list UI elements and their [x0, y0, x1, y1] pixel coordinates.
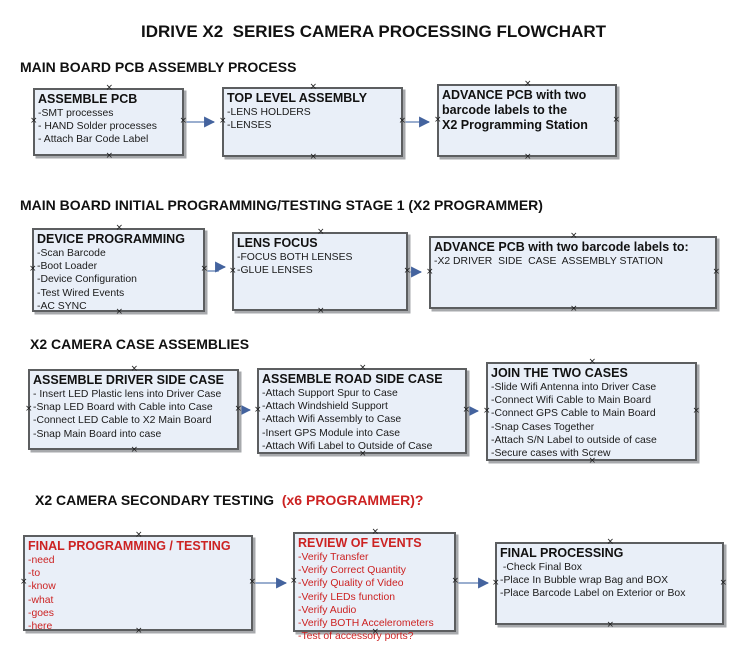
- connector-arrow: [205, 261, 227, 273]
- box-item-line: -Insert GPS Module into Case: [262, 427, 401, 439]
- box-items: -Attach Support Spur to Case -Attach Wind…: [259, 387, 465, 453]
- box-advance-pcb-to-programming-station: ADVANCE PCB with two barcode labels to t…: [434, 80, 620, 162]
- heading-red-part: (x6 PROGRAMMER)?: [277, 492, 424, 508]
- box-final-programming-testing: FINAL PROGRAMMING / TESTING -need -to-kno…: [20, 531, 256, 636]
- page-title: IDRIVE X2 SERIES CAMERA PROCESSING FLOWC…: [140, 22, 607, 41]
- box-item-line: - Insert LED Plastic lens into Driver Ca…: [33, 389, 222, 400]
- box-item-line: -goes: [28, 607, 54, 619]
- box-item-line: -SMT processes: [38, 108, 114, 119]
- connection-point-icon: ×: [130, 445, 139, 455]
- box-items: -Scan Barcode -Boot Loader-Device Configu…: [34, 247, 203, 313]
- connection-point-icon: ×: [105, 151, 114, 161]
- box-items: -need -to-know-what-goes -here: [25, 554, 251, 633]
- connection-point-icon: ×: [309, 152, 318, 162]
- box-items: -LENS HOLDERS -LENSES: [224, 106, 401, 132]
- connection-point-icon: ×: [317, 306, 325, 316]
- box-item-line: -Test Wired Events: [37, 287, 125, 299]
- box-assemble-road-side-case: ASSEMBLE ROAD SIDE CASE -Attach Support …: [254, 364, 470, 459]
- box-item-line: -Secure cases with Screw: [491, 448, 611, 460]
- box-title: DEVICE PROGRAMMING: [37, 232, 185, 246]
- box-item-line: -Test of accessory ports?: [298, 631, 414, 643]
- box-item-line: -Snap Cases Together: [491, 421, 595, 433]
- box-final-processing: FINAL PROCESSING -Check Final Box -Place …: [492, 538, 727, 630]
- box-item-line: -Check Final Box: [500, 562, 582, 573]
- box-item-line: -Verify Audio: [298, 604, 357, 616]
- box-item-line: -Scan Barcode: [37, 248, 106, 259]
- box-lens-focus: LENS FOCUS -FOCUS BOTH LENSES -GLUE LENSE…: [229, 228, 411, 316]
- box-item-line: -Attach Wifi Label to Outside of Case: [262, 440, 433, 452]
- box-item-line: -Attach Wifi Assembly to Case: [262, 414, 402, 426]
- box-assemble-driver-side-case: ASSEMBLE DRIVER SIDE CASE - Insert LED P…: [25, 365, 242, 455]
- box-item-line: -need: [28, 555, 55, 566]
- box-title: FINAL PROCESSING: [500, 546, 624, 560]
- box-item-line: -Snap Main Board into case: [33, 428, 162, 440]
- box-item-line: -AC SYNC: [37, 300, 87, 312]
- section-heading-secondary-testing: X2 CAMERA SECONDARY TESTING (x6 PROGRAMM…: [35, 492, 423, 508]
- box-item-line: -FOCUS BOTH LENSES: [237, 252, 353, 263]
- box-title: JOIN THE TWO CASES: [491, 366, 628, 380]
- box-item-line: -Verify Transfer: [298, 552, 369, 563]
- box-item-line: -Attach Support Spur to Case: [262, 388, 398, 399]
- box-item-line: - HAND Solder processes: [38, 121, 157, 133]
- box-title: TOP LEVEL ASSEMBLY: [227, 91, 368, 105]
- box-title: ASSEMBLE PCB: [38, 92, 138, 106]
- box-item-line: - Attach Bar Code Label: [38, 134, 149, 146]
- box-items: -FOCUS BOTH LENSES -GLUE LENSES: [234, 251, 406, 277]
- connection-point-icon: ×: [606, 620, 615, 630]
- box-device-programming: DEVICE PROGRAMMING -Scan Barcode -Boot Lo…: [29, 224, 208, 317]
- section-heading-case-assemblies: X2 CAMERA CASE ASSEMBLIES: [30, 336, 250, 352]
- box-items: -Check Final Box -Place In Bubble wrap Ba…: [497, 561, 722, 601]
- box-assemble-pcb: ASSEMBLE PCB -SMT processes - HAND Solder…: [30, 84, 187, 161]
- box-title: ASSEMBLE ROAD SIDE CASE: [262, 372, 443, 386]
- box-title: REVIEW OF EVENTS: [298, 536, 422, 550]
- box-review-of-events: REVIEW OF EVENTS -Verify Transfer-Verify…: [290, 528, 459, 643]
- box-item-line: -LENS HOLDERS: [227, 107, 311, 118]
- box-advance-pcb-to-case-assembly: ADVANCE PCB with two barcode labels to: …: [426, 232, 720, 314]
- box-item-line: -Connect Wifi Cable to Main Board: [491, 395, 651, 407]
- box-item-line: -Connect GPS Cable to Main Board: [491, 408, 656, 420]
- box-join-the-two-cases: JOIN THE TWO CASES -Slide Wifi Antenna i…: [483, 358, 700, 466]
- box-item-line: -Verify Quality of Video: [298, 578, 404, 590]
- box-item-line: -LENSES: [227, 120, 272, 132]
- box-items: -Slide Wifi Antenna into Driver Case -Con…: [488, 381, 695, 460]
- box-title: LENS FOCUS: [237, 236, 318, 250]
- box-item-line: -Verify BOTH Accelerometers: [298, 618, 434, 630]
- box-item-line: -Device Configuration: [37, 274, 137, 286]
- box-title: FINAL PROGRAMMING / TESTING: [28, 539, 231, 553]
- box-items: -X2 DRIVER SIDE CASE ASSEMBLY STATION: [431, 255, 715, 268]
- box-item-line: -here: [28, 621, 53, 633]
- box-top-level-assembly: TOP LEVEL ASSEMBLY -LENS HOLDERS-LENSES …: [219, 83, 406, 162]
- section-heading-pcb-assembly: MAIN BOARD PCB ASSEMBLY PROCESS: [20, 59, 297, 75]
- connection-point-icon: ×: [426, 266, 434, 277]
- box-item-line: -know: [28, 581, 56, 593]
- connection-point-icon: ×: [712, 266, 720, 277]
- box-item-line: -to: [28, 568, 41, 580]
- box-title: ADVANCE PCB with two barcode labels to:: [434, 240, 689, 254]
- box-item-line: -what: [28, 594, 54, 606]
- box-item-line: -X2 DRIVER SIDE CASE ASSEMBLY STATION: [434, 256, 664, 267]
- box-item-line: -Snap LED Board with Cable into Case: [33, 402, 213, 414]
- box-item-line: -Verify Correct Quantity: [298, 565, 406, 577]
- box-item-line: -Attach S/N Label to outside of case: [491, 434, 657, 446]
- box-item-line: -Connect LED Cable to X2 Main Board: [33, 415, 212, 427]
- box-item-line: -Verify LEDs function: [298, 591, 396, 603]
- heading-black-part: X2 CAMERA SECONDARY TESTING: [35, 492, 278, 508]
- box-item-line: -Place In Bubble wrap Bag and BOX: [500, 575, 669, 587]
- box-item-line: -GLUE LENSES: [237, 265, 313, 277]
- box-item-line: -Attach Windshield Support: [262, 401, 388, 413]
- connection-point-icon: ×: [570, 304, 578, 314]
- box-items: -Verify Transfer -Verify Correct Quantity…: [295, 551, 454, 643]
- section-heading-initial-programming: MAIN BOARD INITIAL PROGRAMMING/TESTING S…: [20, 197, 543, 213]
- box-title: ASSEMBLE DRIVER SIDE CASE: [33, 373, 225, 387]
- box-items: -SMT processes - HAND Solder processes- A…: [35, 107, 182, 147]
- connection-point-icon: ×: [524, 152, 532, 162]
- box-item-line: -Slide Wifi Antenna into Driver Case: [491, 382, 657, 393]
- box-items: - Insert LED Plastic lens into Driver Ca…: [30, 388, 237, 441]
- box-title: ADVANCE PCB with two barcode labels to t…: [442, 88, 588, 132]
- box-item-line: -Boot Loader: [37, 261, 98, 273]
- box-item-line: -Place Barcode Label on Exterior or Box: [500, 588, 686, 600]
